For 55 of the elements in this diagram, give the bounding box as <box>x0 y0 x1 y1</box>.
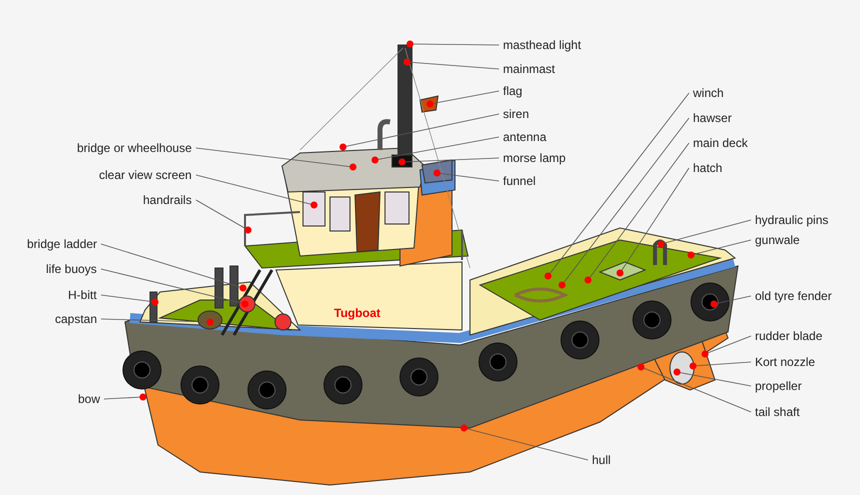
hull-lettering: Tugboat <box>334 306 380 320</box>
leader-line <box>100 268 248 308</box>
leader-line <box>460 424 588 460</box>
leader-line <box>434 170 500 182</box>
part-label: antenna <box>503 130 546 144</box>
part-label: capstan <box>55 312 98 326</box>
part-label: bow <box>78 392 100 406</box>
part-label: hatch <box>693 161 722 175</box>
part-label: siren <box>503 107 530 121</box>
part-label: bridge or wheelhouse <box>77 141 192 155</box>
part-label: gunwale <box>755 233 800 247</box>
part-label: H-bitt <box>68 288 97 302</box>
part-label: hawser <box>693 111 732 125</box>
leader-line <box>544 92 690 280</box>
leader-line <box>104 394 146 400</box>
part-label: rudder blade <box>755 329 822 343</box>
part-label: Kort nozzle <box>755 355 816 369</box>
part-label: handrails <box>143 193 192 207</box>
leader-line <box>196 148 356 170</box>
leader-line <box>340 114 500 150</box>
leader-line <box>372 136 500 164</box>
leader-line <box>406 40 500 48</box>
part-label: old tyre fender <box>755 289 832 303</box>
part-label: propeller <box>755 379 802 393</box>
part-label: main deck <box>693 136 748 150</box>
part-label: funnel <box>503 174 536 188</box>
part-label: bridge ladder <box>27 237 98 251</box>
part-label: mainmast <box>503 62 556 76</box>
leader-line <box>674 368 752 386</box>
part-label: flag <box>503 84 522 98</box>
part-label: hydraulic pins <box>755 213 828 227</box>
leader-line <box>688 240 752 258</box>
part-label: clear view screen <box>99 168 192 182</box>
part-label: tail shaft <box>755 405 800 419</box>
part-label: winch <box>693 86 724 100</box>
leader-line <box>616 168 690 276</box>
leader-line <box>690 362 752 370</box>
leader-line <box>638 364 752 412</box>
part-label: life buoys <box>46 262 97 276</box>
leader-line <box>702 336 752 358</box>
leader-line <box>404 58 500 70</box>
leader-line <box>100 294 158 306</box>
leader-line <box>196 174 318 208</box>
leader-line <box>100 318 214 326</box>
leader-line <box>196 200 252 234</box>
leader-line <box>398 158 500 166</box>
leader-line <box>426 90 500 108</box>
part-label: masthead light <box>503 38 582 52</box>
leader-line <box>100 244 246 292</box>
leader-line <box>558 118 690 288</box>
part-label: morse lamp <box>503 151 566 165</box>
part-label: hull <box>592 453 611 467</box>
leader-line <box>658 220 752 248</box>
leader-line <box>584 142 690 284</box>
leader-line <box>710 296 752 308</box>
